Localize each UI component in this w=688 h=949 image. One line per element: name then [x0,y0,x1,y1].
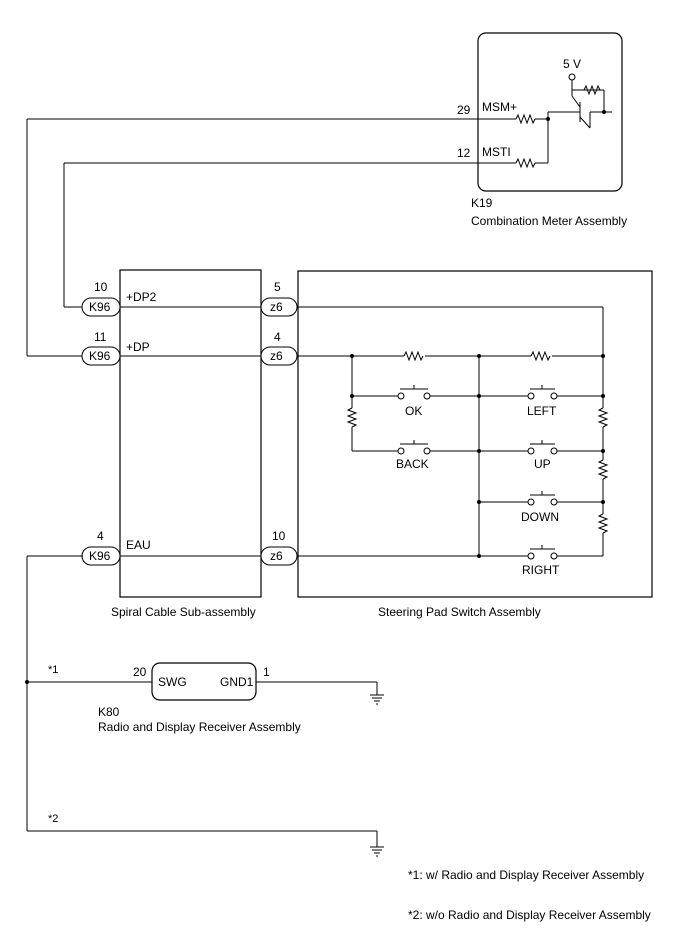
z6-pin-5: 5 [274,280,281,294]
left-label: LEFT [527,404,557,418]
back-switch [397,440,431,455]
svg-text:z6: z6 [270,549,283,563]
k80-name: Radio and Display Receiver Assembly [98,720,301,734]
spiral-cable-name: Spiral Cable Sub-assembly [111,605,256,619]
k96-pin-4: 4 [97,529,104,543]
k80-pin-20-name: SWG [158,675,187,689]
k19-name: Combination Meter Assembly [471,214,627,228]
k96-pin-10: 10 [94,280,108,294]
k19-supply-label: 5 V [563,57,581,71]
k96-pin-10-name: +DP2 [126,290,157,304]
k19-pin-29: 29 [457,103,471,117]
pad-resistor-top-left [403,350,424,362]
msm-resistor [515,113,536,125]
k80-code: K80 [98,705,120,719]
back-label: BACK [396,457,429,471]
ground-symbol-main [370,846,384,857]
pad-resistor-top-right [530,350,551,362]
left-switch [527,385,558,400]
note-2: *2: w/o Radio and Display Receiver Assem… [408,908,651,922]
k96-pin-11: 11 [94,330,107,344]
k19-box [477,32,623,192]
msti-resistor [515,157,536,169]
k19-pin-12-name: MSTI [482,145,511,159]
svg-text:K96: K96 [89,549,111,563]
ok-label: OK [405,404,422,418]
down-switch [527,491,558,506]
ground-symbol-k80 [370,694,384,705]
svg-text:z6: z6 [270,349,283,363]
pad-resistor-left [346,407,358,428]
k96-pin-11-name: +DP [126,340,150,354]
k19-bias-resistor [583,84,601,96]
z6-pin-10: 10 [272,529,286,543]
k96-pin-4-name: EAU [126,538,151,552]
steering-pad-box [297,270,653,598]
down-label: DOWN [521,510,559,524]
k19-code: K19 [471,196,493,210]
up-label: UP [534,457,551,471]
pad-resistor-right-3 [597,513,609,534]
right-switch [527,545,558,560]
steering-pad-name: Steering Pad Switch Assembly [378,605,541,619]
k80-pin-20: 20 [133,665,147,679]
svg-text:K96: K96 [89,349,111,363]
k19-pin-12: 12 [457,146,471,160]
mark-1: *1 [48,664,58,676]
svg-text:K96: K96 [89,300,111,314]
k80-pin-1-name: GND1 [220,675,254,689]
up-switch [527,440,558,455]
right-label: RIGHT [522,563,560,577]
svg-text:z6: z6 [270,300,283,314]
k19-pin-29-name: MSM+ [482,100,517,114]
z6-pin-4: 4 [274,330,281,344]
ok-switch [397,385,431,400]
pad-resistor-right-1 [597,407,609,428]
spiral-cable-box [119,269,262,598]
mark-2: *2 [48,813,58,825]
k80-pin-1: 1 [263,665,270,679]
note-1: *1: w/ Radio and Display Receiver Assemb… [408,868,644,882]
pad-resistor-right-2 [597,459,609,480]
